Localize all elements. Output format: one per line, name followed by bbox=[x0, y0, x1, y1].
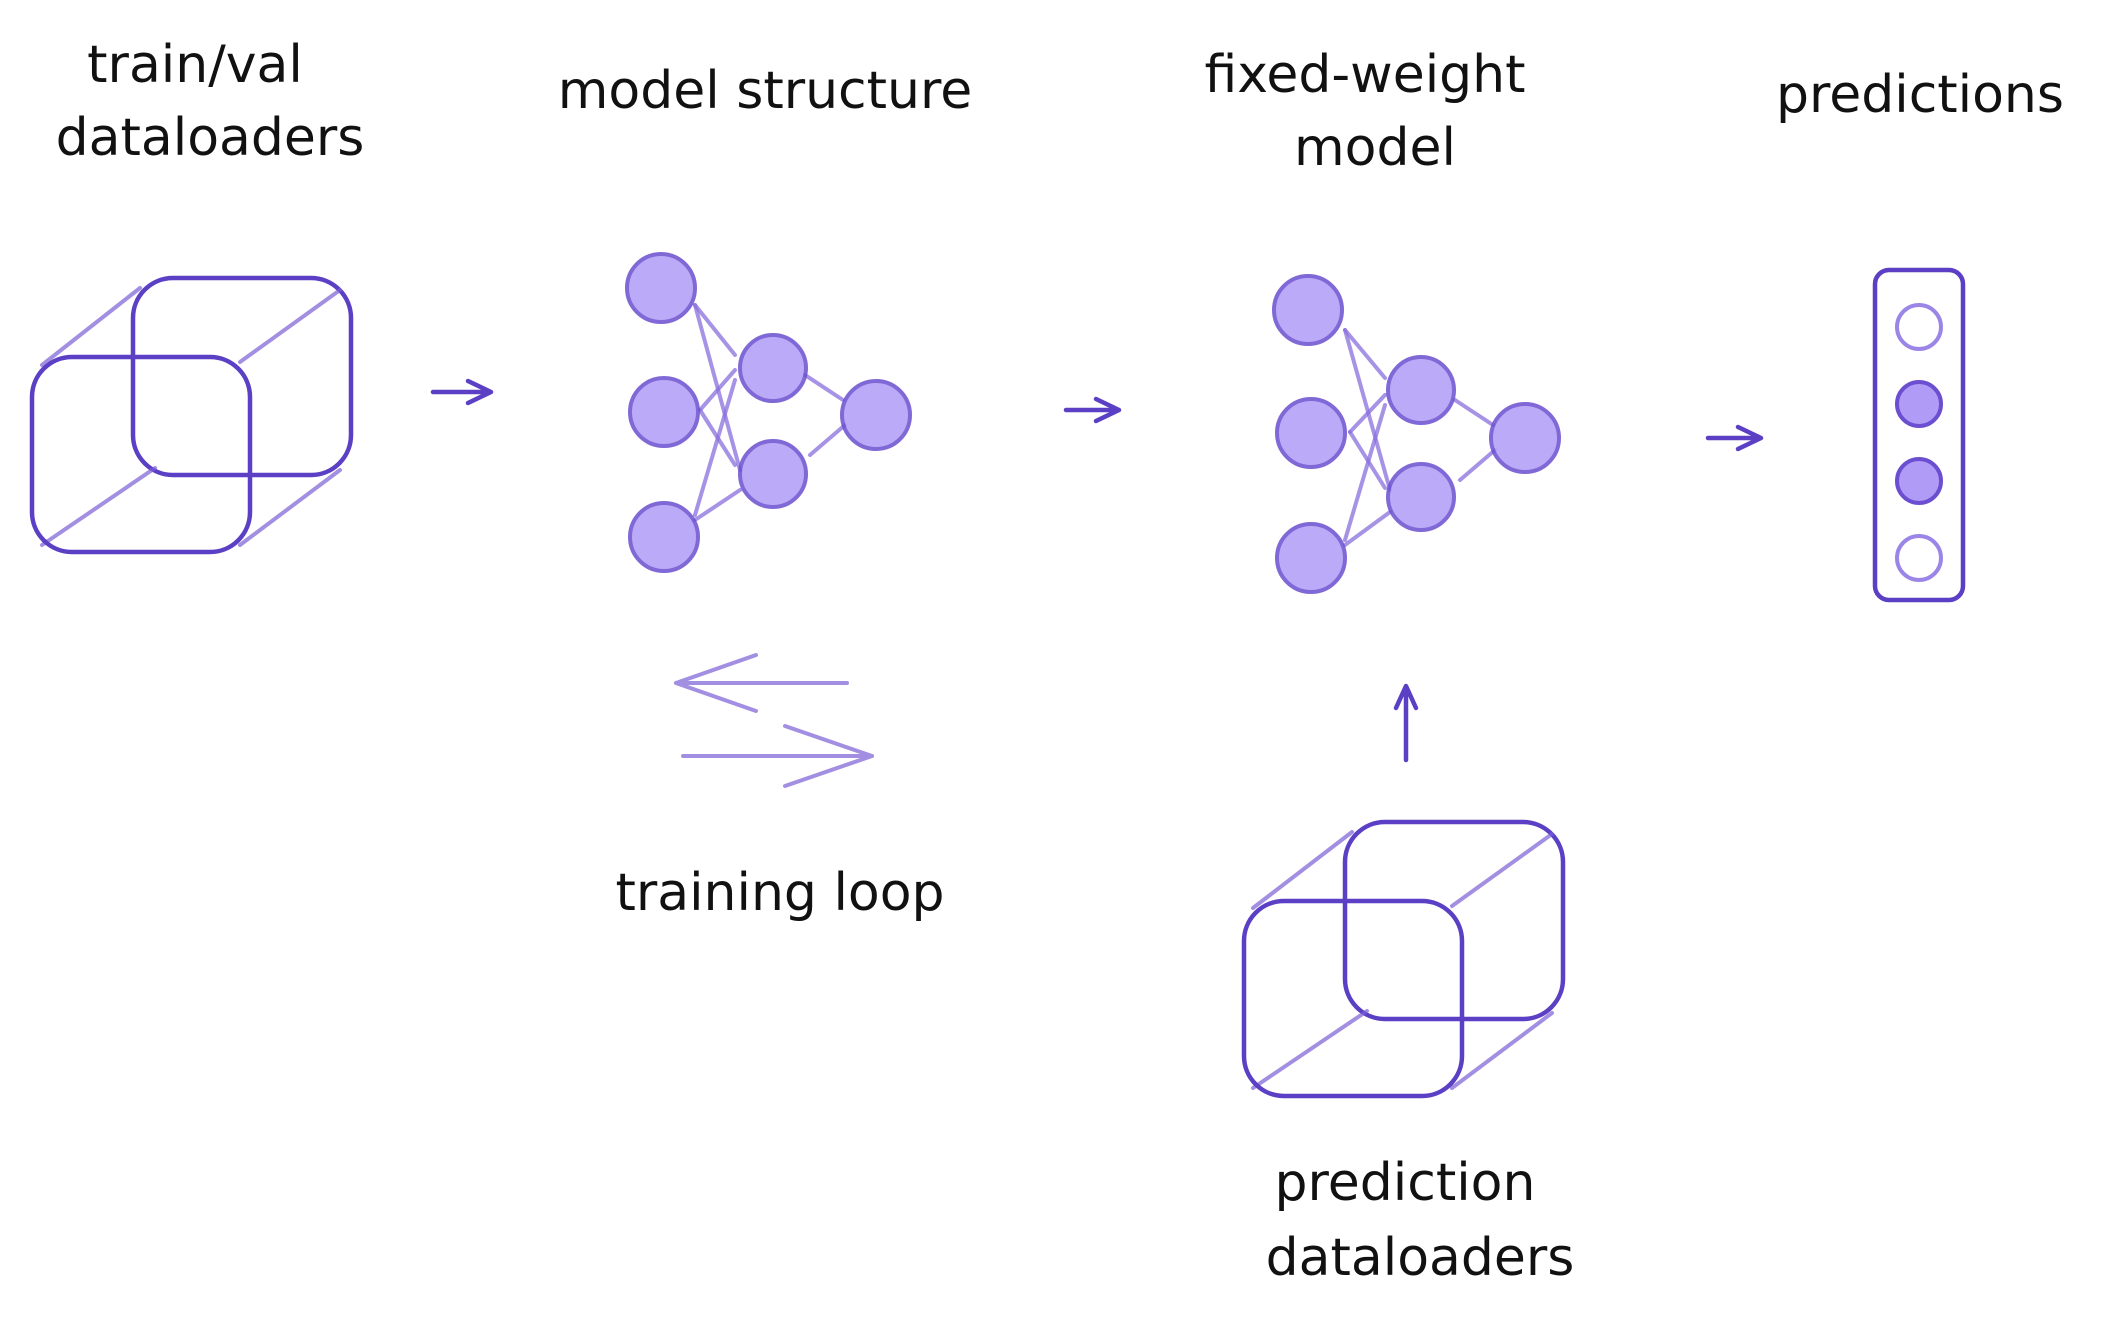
prediction-slot-filled bbox=[1895, 380, 1943, 428]
cube-back-face bbox=[1342, 819, 1566, 1022]
network-edges bbox=[693, 303, 847, 522]
fixed-weight-label-line2: model bbox=[1294, 118, 1456, 178]
train-val-dataloader-cube-icon bbox=[29, 275, 354, 555]
network-node bbox=[1272, 274, 1344, 346]
cube-edge bbox=[238, 288, 342, 364]
training-loop-arrows-icon bbox=[674, 653, 874, 788]
arrow-right-icon bbox=[1063, 396, 1122, 424]
network-node bbox=[738, 333, 808, 403]
arrow-right-icon bbox=[1705, 424, 1764, 452]
prediction-dataloader-cube-icon bbox=[1241, 819, 1566, 1099]
arrow-up-icon bbox=[1393, 683, 1419, 763]
cube-front-face bbox=[29, 354, 253, 555]
model-structure-label: model structure bbox=[558, 61, 972, 121]
prediction-slot-empty bbox=[1895, 303, 1943, 351]
prediction-dataloaders-label-line2: dataloaders bbox=[1266, 1228, 1575, 1288]
arrow-left-icon bbox=[674, 653, 849, 713]
training-loop-label: training loop bbox=[615, 863, 944, 923]
predictions-container bbox=[1872, 267, 1966, 603]
cube-edge bbox=[40, 466, 157, 547]
network-node bbox=[628, 501, 700, 573]
network-node bbox=[840, 379, 912, 451]
cube-edge bbox=[1450, 1011, 1554, 1090]
network-node bbox=[738, 439, 808, 509]
network-node bbox=[1275, 397, 1347, 469]
prediction-dataloaders-label-line1: prediction bbox=[1275, 1153, 1536, 1213]
train-val-label-line1: train/val bbox=[87, 35, 303, 95]
network-node bbox=[625, 252, 697, 324]
model-structure-network-icon bbox=[625, 252, 912, 573]
predictions-label: predictions bbox=[1776, 65, 2064, 125]
network-node bbox=[1489, 402, 1561, 474]
prediction-slots bbox=[1895, 303, 1943, 582]
predictions-vector-icon bbox=[1872, 267, 1966, 603]
arrow-right-icon bbox=[430, 378, 494, 406]
cube-edge bbox=[40, 286, 142, 367]
cube-edge bbox=[1251, 1009, 1369, 1090]
cube-edge bbox=[1251, 830, 1354, 910]
prediction-slot-filled bbox=[1895, 457, 1943, 505]
network-node bbox=[1386, 462, 1456, 532]
fixed-weight-label-line1: fixed-weight bbox=[1204, 45, 1525, 105]
train-val-label-line2: dataloaders bbox=[56, 108, 365, 168]
cube-front-face bbox=[1241, 898, 1465, 1099]
arrow-right-icon bbox=[681, 724, 874, 788]
network-node bbox=[1386, 355, 1456, 425]
network-edges bbox=[1343, 328, 1497, 547]
cube-edge bbox=[238, 468, 342, 547]
network-node bbox=[628, 376, 700, 448]
network-node bbox=[1275, 522, 1347, 594]
prediction-slot-empty bbox=[1895, 534, 1943, 582]
cube-back-face bbox=[130, 275, 354, 478]
cube-edge bbox=[1450, 832, 1554, 908]
fixed-weight-network-icon bbox=[1272, 274, 1561, 594]
